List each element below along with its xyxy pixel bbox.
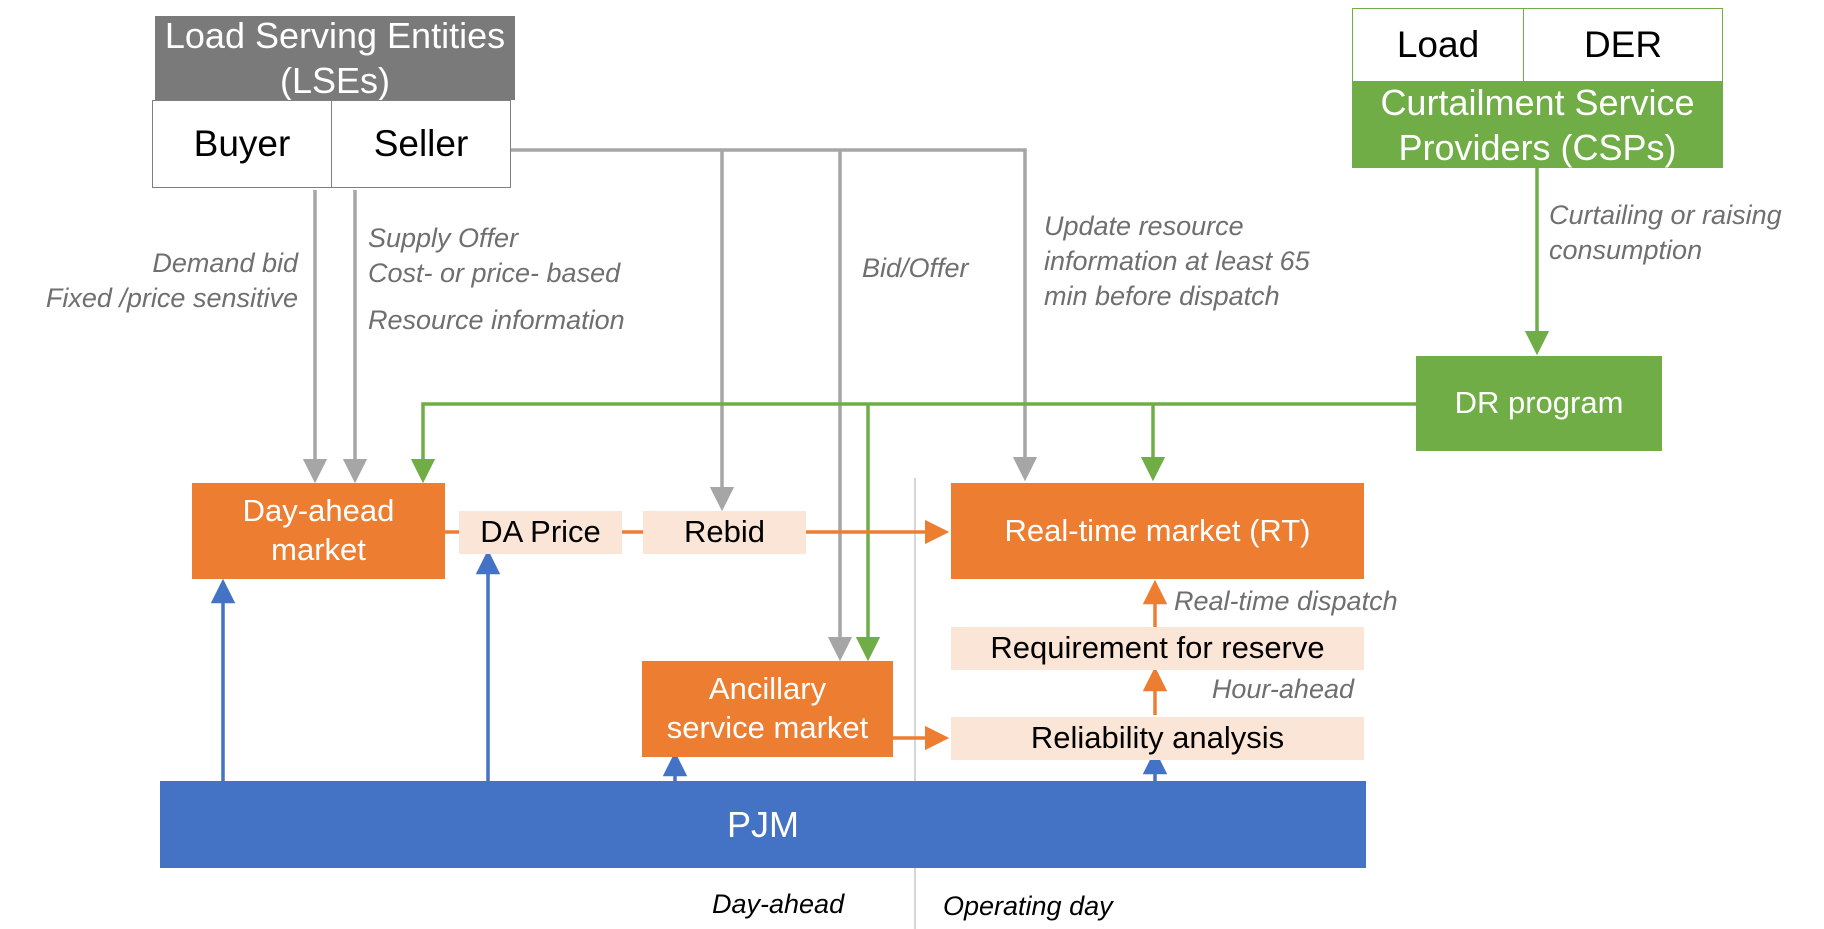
day-ahead-market-label: Day-ahead market xyxy=(242,493,395,567)
lse-header: Load Serving Entities (LSEs) xyxy=(155,15,515,101)
update-line-1: Update resource xyxy=(1044,211,1244,241)
csp-title: Curtailment Service Providers (CSPs) xyxy=(1380,82,1695,168)
day-ahead-period-text: Day-ahead xyxy=(712,889,845,919)
hour-ahead-text: Hour-ahead xyxy=(1211,674,1354,704)
der-label: DER xyxy=(1583,23,1663,65)
rt-dispatch-text: Real-time dispatch xyxy=(1174,586,1398,616)
supply-offer-annotation: Supply Offer Cost- or price- based xyxy=(368,221,620,291)
load-cell: Load xyxy=(1352,8,1524,82)
pjm-bar: PJM xyxy=(160,781,1366,868)
demand-bid-annotation: Demand bid Fixed /price sensitive xyxy=(20,246,298,316)
reliability-analysis-box: Reliability analysis xyxy=(951,717,1364,760)
supply-offer-text: Supply Offer xyxy=(368,223,519,253)
update-resource-annotation: Update resource information at least 65 … xyxy=(1044,209,1310,314)
demand-bid-text: Demand bid xyxy=(152,248,298,278)
curtail-line-2: consumption xyxy=(1549,235,1703,265)
real-time-market-box: Real-time market (RT) xyxy=(951,483,1364,579)
da-price-box: DA Price xyxy=(459,511,622,554)
seller-feed-line xyxy=(511,148,1038,482)
update-line-3: min before dispatch xyxy=(1044,281,1280,311)
curtail-line-1: Curtailing or raising xyxy=(1549,200,1782,230)
demand-type-text: Fixed /price sensitive xyxy=(45,283,298,313)
der-cell: DER xyxy=(1523,8,1723,82)
operating-day-text: Operating day xyxy=(943,891,1113,921)
curtailing-annotation: Curtailing or raising consumption xyxy=(1549,198,1782,268)
lse-title: Load Serving Entities (LSEs) xyxy=(164,15,506,101)
load-label: Load xyxy=(1396,23,1480,65)
bid-offer-text: Bid/Offer xyxy=(862,253,969,283)
seller-label: Seller xyxy=(373,122,469,164)
rebid-box: Rebid xyxy=(643,511,806,554)
dr-program-label: DR program xyxy=(1454,385,1624,421)
seller-cell: Seller xyxy=(331,100,511,188)
buyer-label: Buyer xyxy=(193,122,291,164)
requirement-reserve-box: Requirement for reserve xyxy=(951,627,1364,670)
ancillary-market-box: Ancillary service market xyxy=(642,661,893,757)
update-line-2: information at least 65 xyxy=(1044,246,1310,276)
dr-distribution-line xyxy=(410,402,1416,484)
ancillary-market-label: Ancillary service market xyxy=(666,671,869,745)
da-price-label: DA Price xyxy=(480,514,601,550)
real-time-market-label: Real-time market (RT) xyxy=(1004,512,1311,548)
csp-header: Curtailment Service Providers (CSPs) xyxy=(1352,82,1723,168)
dr-program-box: DR program xyxy=(1416,356,1662,451)
buyer-cell: Buyer xyxy=(152,100,332,188)
requirement-reserve-label: Requirement for reserve xyxy=(990,630,1325,666)
rebid-label: Rebid xyxy=(684,514,765,550)
supply-basis-text: Cost- or price- based xyxy=(368,258,621,288)
day-ahead-market-box: Day-ahead market xyxy=(192,483,445,579)
pjm-label: PJM xyxy=(727,804,799,845)
reliability-analysis-label: Reliability analysis xyxy=(1030,720,1285,756)
resource-info-text: Resource information xyxy=(368,305,625,335)
